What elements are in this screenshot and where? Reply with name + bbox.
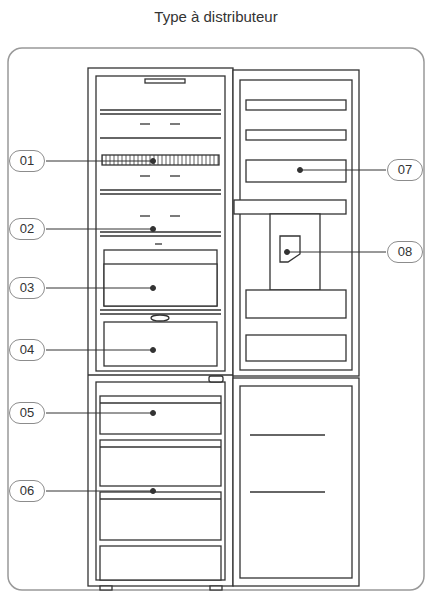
diagram-title: Type à distributeur <box>0 8 432 25</box>
callout-number: 07 <box>387 159 423 181</box>
callout-number: 05 <box>9 402 45 424</box>
callout-number: 03 <box>9 277 45 299</box>
callout-text: 05 <box>20 404 34 422</box>
callout-text: 02 <box>20 220 34 238</box>
callout-number: 06 <box>9 480 45 502</box>
callout-number: 08 <box>387 241 423 263</box>
callout-number: 02 <box>9 218 45 240</box>
frame <box>8 48 424 590</box>
callout-text: 06 <box>20 482 34 500</box>
callout-text: 01 <box>20 152 34 170</box>
callout-number: 01 <box>9 150 45 172</box>
callout-text: 07 <box>398 161 412 179</box>
leader-lines <box>46 159 386 494</box>
callout-text: 03 <box>20 279 34 297</box>
callout-text: 08 <box>398 243 412 261</box>
cabinet <box>88 68 233 590</box>
callout-number: 04 <box>9 339 45 361</box>
door <box>233 70 359 586</box>
callout-text: 04 <box>20 341 34 359</box>
